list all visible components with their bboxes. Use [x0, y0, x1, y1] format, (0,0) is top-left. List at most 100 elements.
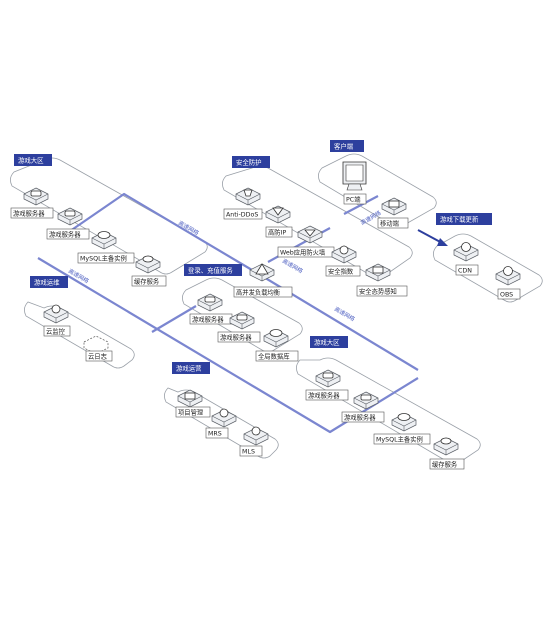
node-label: 安全防护: [236, 158, 262, 167]
node-label: 缓存服务: [134, 277, 160, 286]
arrowhead-to-download: [437, 238, 448, 246]
node-mls: MLS: [239, 426, 269, 457]
node-label: MLS: [242, 449, 255, 456]
node-label: 全局数据库: [258, 352, 289, 361]
node-mobile: 移动端: [377, 197, 409, 229]
network-label: 高速网络: [281, 257, 305, 275]
mrs-icon: [219, 408, 229, 418]
node-label: MRS: [208, 431, 222, 438]
mobile-icon: [388, 200, 400, 208]
server-icon: [64, 210, 76, 217]
cache-icon: [440, 437, 452, 445]
database-cloud-icon: [269, 329, 283, 337]
node-cloud-log: 云日志: [83, 335, 113, 362]
panel-ops: [24, 301, 135, 369]
node-label: 高并发负载均衡: [236, 288, 281, 297]
database-cloud-icon: [97, 231, 111, 239]
node-label: 游戏服务器: [49, 230, 81, 239]
node-game-server: 游戏服务器: [46, 207, 90, 240]
node-label: 移动端: [380, 219, 400, 228]
node-cloud-monitor: 云监控: [43, 304, 71, 337]
project-icon: [184, 392, 196, 400]
tag-lobby1: [14, 154, 52, 166]
node-obs: OBS: [495, 266, 521, 300]
node-label: 客户端: [334, 142, 354, 151]
cache-icon: [142, 255, 154, 263]
node-label: OBS: [500, 292, 513, 299]
node-label: 游戏大区: [314, 338, 340, 347]
obs-icon: [503, 266, 513, 276]
node-high-ip: 高防IP: [265, 205, 293, 238]
network-line-client-security: [343, 195, 379, 215]
network-line-login-ops: [151, 305, 197, 333]
node-mrs: MRS: [205, 408, 237, 439]
zone-panels: [10, 153, 543, 465]
log-icon: [83, 335, 109, 355]
mls-icon: [251, 426, 261, 436]
node-label: 云日志: [88, 352, 107, 361]
firewall-icon: [304, 229, 316, 237]
anti-ddos-icon: [243, 189, 253, 197]
security-index-icon: [339, 245, 349, 255]
node-anti-ddos: Anti-DDoS: [223, 187, 263, 220]
node-label: CDN: [458, 268, 472, 275]
monitor-eye-icon: [51, 304, 61, 314]
tag-security: [232, 156, 270, 168]
load-balancer-icon: [255, 263, 269, 275]
node-pc: PC端: [342, 161, 367, 205]
panel-lobby1: [10, 157, 208, 275]
node-label: 游戏服务器: [220, 333, 252, 342]
network-line-left-loop: [37, 257, 419, 434]
server-icon: [30, 190, 42, 197]
node-label: 游戏服务器: [192, 315, 224, 324]
node-label: 游戏下载更新: [440, 215, 479, 224]
node-global-db: 全局数据库: [255, 329, 299, 362]
node-project-management: 项目管理: [175, 389, 211, 418]
node-label: 云监控: [46, 327, 66, 336]
node-label: Anti-DDoS: [226, 212, 258, 219]
panel-lobby2: [296, 357, 481, 465]
node-label: 游戏大区: [18, 156, 44, 165]
node-label: MySQL主备实例: [376, 435, 423, 444]
database-cloud-icon: [397, 413, 411, 421]
node-label: 缓存服务: [432, 460, 458, 469]
tag-client: [330, 140, 364, 152]
node-elb: 高并发负载均衡: [233, 263, 293, 298]
tag-operations: [172, 362, 210, 374]
node-label: 游戏服务器: [13, 209, 45, 218]
server-icon: [322, 372, 334, 379]
tag-download: [436, 213, 492, 225]
node-game-server: 游戏服务器: [305, 369, 349, 401]
cdn-icon: [461, 242, 471, 252]
node-label: PC端: [346, 195, 361, 204]
tag-ops: [30, 276, 68, 288]
node-security-index: 安全指数: [325, 245, 361, 277]
network-line-lobby1-elb: [59, 192, 253, 271]
node-label: MySQL主备实例: [80, 254, 127, 263]
server-icon: [236, 314, 248, 321]
network-lines: [37, 192, 419, 434]
node-game-server: 游戏服务器: [10, 187, 54, 219]
server-icon: [360, 394, 372, 401]
node-label: 项目管理: [178, 408, 204, 417]
shield-icon: [272, 207, 284, 216]
node-cache: 缓存服务: [429, 437, 465, 470]
node-situation-awareness: 安全态势感知: [356, 263, 408, 297]
server-icon: [204, 296, 216, 303]
node-label: 登录、充值服务: [188, 266, 233, 275]
monitor-icon: [342, 161, 367, 191]
node-label: 高防IP: [268, 228, 286, 237]
node-label: 游戏运营: [176, 364, 202, 373]
tag-lobby2: [310, 336, 348, 348]
network-line-elb-lobby2: [251, 269, 419, 371]
node-label: 安全态势感知: [359, 287, 397, 296]
node-label: 安全指数: [328, 267, 354, 276]
node-label: 游戏运维: [34, 278, 60, 287]
node-game-server: 游戏服务器: [217, 311, 261, 343]
node-mysql: MySQL主备实例: [373, 413, 431, 445]
tag-login: [184, 264, 242, 276]
node-label: 游戏服务器: [308, 391, 340, 400]
node-cdn: CDN: [453, 242, 479, 276]
node-cache: 缓存服务: [131, 255, 167, 287]
